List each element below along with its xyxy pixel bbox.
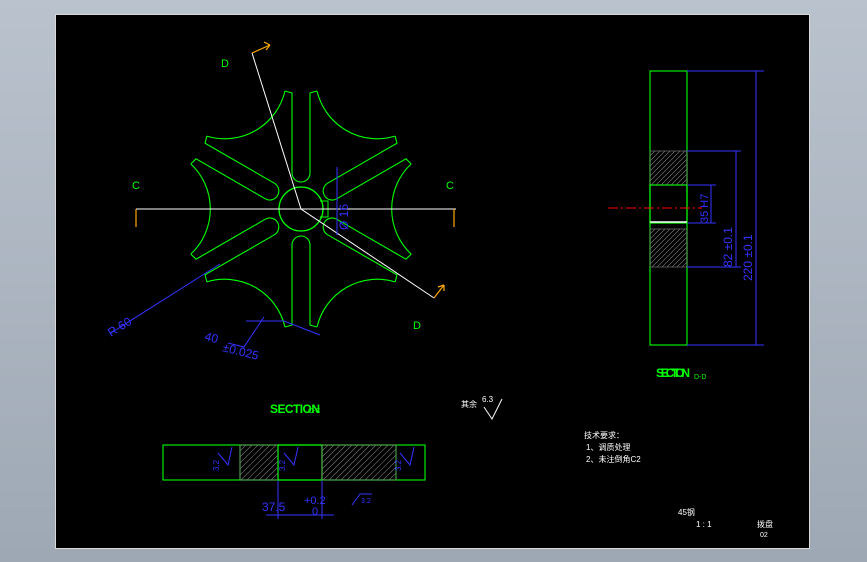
hub-dim: Ø 16	[336, 167, 351, 235]
section-cc-suffix: C-C	[308, 408, 320, 415]
rough-value-1: 3.2	[212, 459, 221, 471]
cut-mark-top: D	[221, 58, 229, 70]
tech-notes-line-2: 2、未注倒角C2	[586, 454, 641, 464]
cc-width-dim	[266, 481, 334, 519]
radius-dim-line	[110, 263, 221, 334]
plan-view: C C D D R 60 Ø 16 40 ±0.025	[105, 41, 456, 363]
surface-value: 6.3	[482, 395, 494, 404]
cc-width-value: 37.5	[262, 500, 286, 514]
dd-dim-mid: 82 ±0.1	[721, 227, 735, 267]
section-cc: SECTION C-C 3.2 3.2 3.2 37.5 +0.2 0	[162, 402, 426, 519]
dd-dims	[687, 70, 764, 346]
title-block-part-name: 拨盘	[757, 519, 773, 529]
rough-mark-4: 3.2	[351, 493, 372, 506]
rough-mark-3: 3.2	[394, 446, 415, 471]
dd-dim-total: 220 ±0.1	[741, 234, 755, 281]
section-line-dd	[251, 52, 435, 299]
tech-notes: 技术要求： 1、调质处理 2、未注倒角C2	[584, 430, 641, 464]
cut-arrow-bottom	[433, 284, 445, 299]
rough-mark-2: 3.2	[278, 446, 299, 471]
title-block-scale: 1 : 1	[696, 520, 712, 529]
cc-width-tol-upper: +0.2	[304, 495, 326, 507]
tech-notes-title: 技术要求：	[584, 430, 624, 440]
section-cc-title: SECTION	[270, 402, 320, 416]
surface-finish-note: 其余 6.3	[461, 395, 503, 420]
section-dd-bore	[649, 184, 688, 224]
slot-dim-width: 40	[203, 329, 220, 346]
drawing-frame: C C D D R 60 Ø 16 40 ±0.025 SECTION C-C	[55, 14, 810, 549]
rough-value-4: 3.2	[361, 498, 371, 505]
cut-mark-right: C	[446, 180, 454, 192]
section-cc-outline	[162, 444, 426, 481]
cut-mark-left: C	[132, 180, 140, 192]
slot-dim	[227, 316, 321, 348]
tech-notes-line-1: 1、调质处理	[586, 442, 630, 452]
slot-dim-tol: ±0.025	[221, 340, 260, 363]
section-dd-suffix: D-D	[694, 374, 706, 381]
cc-width-tol-lower: 0	[312, 506, 318, 518]
cut-mark-bottom: D	[413, 320, 421, 332]
dd-dim-bore: 35 H7	[699, 194, 711, 223]
rough-value-3: 3.2	[394, 459, 403, 471]
title-block: 45钢 1 : 1 拨盘 02	[678, 507, 773, 539]
surface-prefix: 其余	[461, 399, 477, 409]
rough-mark-1: 3.2	[212, 446, 233, 471]
hub-dim-text: Ø 16	[337, 204, 351, 230]
section-dd-title: SECTION	[656, 366, 690, 380]
radius-dim-text: R 60	[105, 314, 134, 339]
title-block-part-no: 02	[760, 532, 768, 539]
section-dd-hatch-bottom	[649, 228, 688, 268]
surface-check-icon	[483, 398, 503, 420]
cut-arrow-top	[251, 41, 271, 54]
title-block-material: 45钢	[678, 507, 695, 517]
drawing-canvas: C C D D R 60 Ø 16 40 ±0.025 SECTION C-C	[105, 41, 773, 539]
section-dd: 35 H7 82 ±0.1 220 ±0.1 SECTION D-D	[608, 70, 764, 381]
rough-value-2: 3.2	[278, 459, 287, 471]
